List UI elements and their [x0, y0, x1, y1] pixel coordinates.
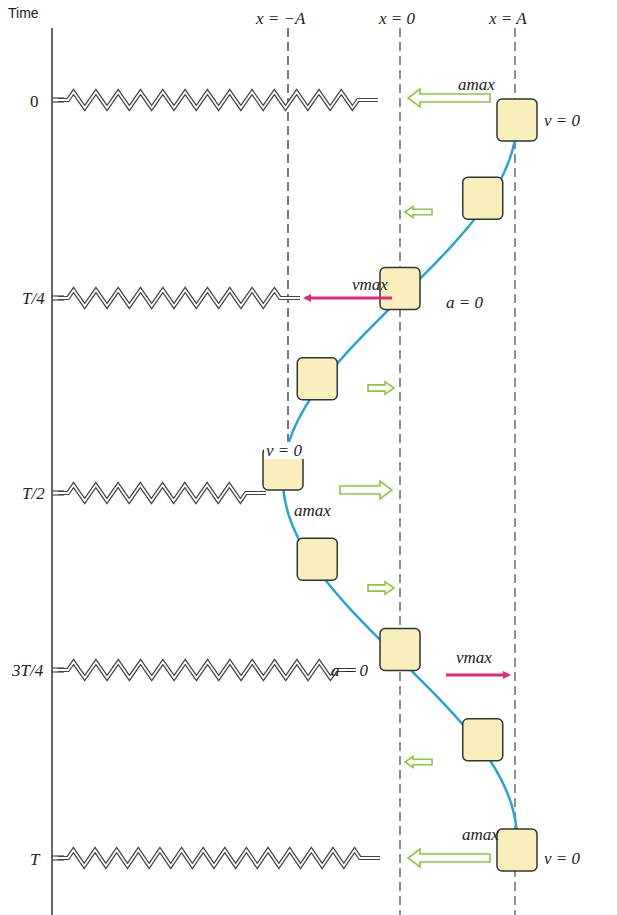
blocks — [263, 99, 537, 871]
physics-label: T/2 — [22, 485, 45, 502]
mass-block — [463, 177, 503, 219]
physics-label: 3T/4 — [12, 662, 43, 679]
spring-coil — [58, 850, 380, 866]
acceleration-arrow — [368, 582, 394, 595]
physics-label: a = 0 — [444, 294, 485, 311]
velocity-arrow — [446, 674, 508, 677]
physics-label: x = −A — [256, 10, 305, 27]
mass-block — [380, 629, 420, 671]
spring-coil — [58, 485, 266, 501]
acceleration-arrow — [405, 757, 432, 768]
spring-coil — [58, 92, 378, 108]
dashed-line — [399, 28, 400, 915]
physics-label: T/4 — [22, 290, 45, 307]
spring-coil — [58, 92, 378, 108]
time-axis — [51, 28, 53, 915]
physics-label: v = 0 — [544, 850, 580, 867]
acceleration-arrow — [368, 382, 394, 395]
dashed-line — [514, 28, 515, 915]
acceleration-arrow — [340, 481, 392, 499]
physics-label: vmax — [352, 276, 388, 293]
spring-coil — [58, 850, 380, 866]
physics-label: a = 0 — [331, 662, 368, 679]
physics-label: T — [30, 851, 39, 868]
physics-label: amax — [294, 502, 331, 519]
spring-coil — [58, 485, 266, 501]
physics-label: x = A — [489, 10, 527, 27]
spring-coil — [58, 662, 356, 678]
spring-coil — [58, 290, 300, 306]
velocity-arrow — [306, 297, 392, 300]
motion-curve — [283, 118, 517, 840]
dashed-line — [287, 28, 288, 470]
springs — [52, 92, 380, 866]
spring-coil — [58, 662, 356, 678]
physics-label: v = 0 — [264, 442, 304, 459]
physics-label: 0 — [30, 93, 39, 110]
mass-block — [297, 538, 337, 580]
mass-block — [463, 719, 503, 761]
physics-label: amax — [462, 826, 499, 843]
acceleration-arrow — [408, 849, 490, 867]
physics-label: amax — [458, 76, 495, 93]
physics-label: x = 0 — [379, 10, 415, 27]
mass-block — [497, 99, 537, 141]
mass-block — [297, 358, 337, 400]
spring-coil — [58, 290, 300, 306]
physics-label: vmax — [456, 649, 492, 666]
axis-title: Time — [8, 6, 39, 20]
physics-label: v = 0 — [544, 112, 580, 129]
mass-block — [497, 829, 537, 871]
acceleration-arrow — [405, 207, 432, 218]
